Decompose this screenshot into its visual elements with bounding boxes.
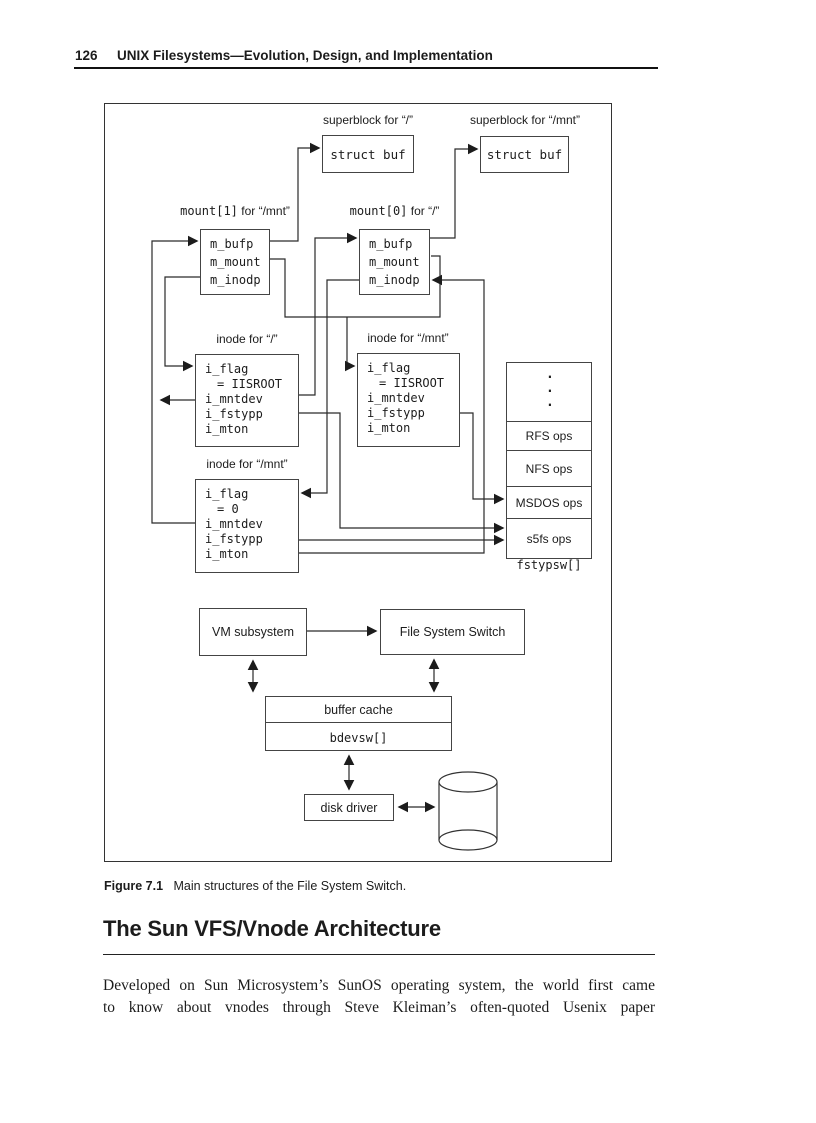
inode-mntpoint-box: i_flag = 0 i_mntdev i_fstypp i_mton [195,479,299,573]
fstypsw-dot: . [546,381,554,396]
mount0-field: m_bufp [369,237,413,251]
fstypsw-table: RFS ops NFS ops MSDOS ops s5fs ops [506,362,592,559]
struct-buf-mnt-box: struct buf [480,136,569,173]
figure-caption: Figure 7.1 Main structures of the File S… [104,879,406,893]
mount0-field: m_mount [369,255,420,269]
inode-field: i_fstypp [205,407,263,421]
mount0-label: mount[0] for “/” [322,204,467,218]
inode-field: i_fstypp [205,532,263,546]
disk-driver-box: disk driver [304,794,394,821]
inode-root-label: inode for “/” [216,332,278,346]
header-rule [74,67,658,69]
inode-mnt-root-box: i_flag = IISROOT i_mntdev i_fstypp i_mto… [357,353,460,447]
fstypsw-dot: . [546,367,554,382]
fstypsw-row-s5fs: s5fs ops [507,518,591,558]
inode-field: i_mntdev [205,517,263,531]
fstypsw-dot: . [546,395,554,410]
body-line: to know about vnodes through Steve Kleim… [103,998,655,1016]
mount1-field: m_mount [210,255,261,269]
connector-lines [151,142,505,851]
inode-field: i_mton [205,422,249,436]
inode-mnt-root-label: inode for “/mnt” [367,331,449,345]
inode-field: i_fstypp [367,406,425,420]
fstypsw-array-label: fstypsw[] [516,558,582,572]
inode-root-box: i_flag = IISROOT i_mntdev i_fstypp i_mto… [195,354,299,447]
figure-caption-text: Main structures of the File System Switc… [173,879,407,893]
struct-buf-root-box: struct buf [322,135,414,173]
running-header-title: UNIX Filesystems—Evolution, Design, and … [117,48,493,63]
superblock-mnt-label: superblock for “/mnt” [469,113,581,127]
inode-field: i_mton [367,421,411,435]
inode-mntpoint-label: inode for “/mnt” [206,457,288,471]
vm-subsystem-box: VM subsystem [199,608,307,656]
fstypsw-row-msdos: MSDOS ops [507,486,591,518]
mount0-label-mono: mount[0] [349,204,408,218]
mount1-label-mono: mount[1] [180,204,238,218]
mount1-field: m_bufp [210,237,254,251]
inode-field: i_flag [205,487,249,501]
inode-field: i_flag [367,361,411,375]
body-paragraph: Developed on Sun Microsystem’s SunOS ope… [103,975,655,1018]
mount1-label-rest: for “/mnt” [241,204,290,218]
inode-field: = 0 [217,502,239,516]
mount1-box: m_bufp m_mount m_inodp [200,229,270,295]
inode-field: = IISROOT [379,376,445,390]
figure-frame: superblock for “/” superblock for “/mnt”… [104,103,612,862]
fstypsw-row-nfs: NFS ops [507,450,591,486]
bdevsw-label: bdevsw[] [266,722,451,752]
buffer-cache-box: buffer cache bdevsw[] [265,696,452,751]
body-line: Developed on Sun Microsystem’s SunOS ope… [103,977,655,994]
superblock-root-label: superblock for “/” [322,113,414,127]
mount1-field: m_inodp [210,273,261,287]
section-heading-rule [103,954,655,955]
inode-field: i_mntdev [205,392,263,406]
fstypsw-dots-cell [507,363,591,421]
inode-field: = IISROOT [217,377,283,391]
mount0-field: m_inodp [369,273,420,287]
mount1-label: mount[1] for “/mnt” [165,204,305,218]
figure-caption-label: Figure 7.1 [104,879,164,893]
buffer-cache-label: buffer cache [324,702,393,717]
file-system-switch-box: File System Switch [380,609,525,655]
mount0-label-rest: for “/” [410,204,440,218]
fstypsw-row-rfs: RFS ops [507,421,591,450]
section-heading: The Sun VFS/Vnode Architecture [103,916,441,941]
mount0-box: m_bufp m_mount m_inodp [359,229,430,295]
page-number: 126 [75,48,98,63]
inode-field: i_flag [205,362,249,376]
inode-field: i_mntdev [367,391,425,405]
inode-field: i_mton [205,547,249,561]
